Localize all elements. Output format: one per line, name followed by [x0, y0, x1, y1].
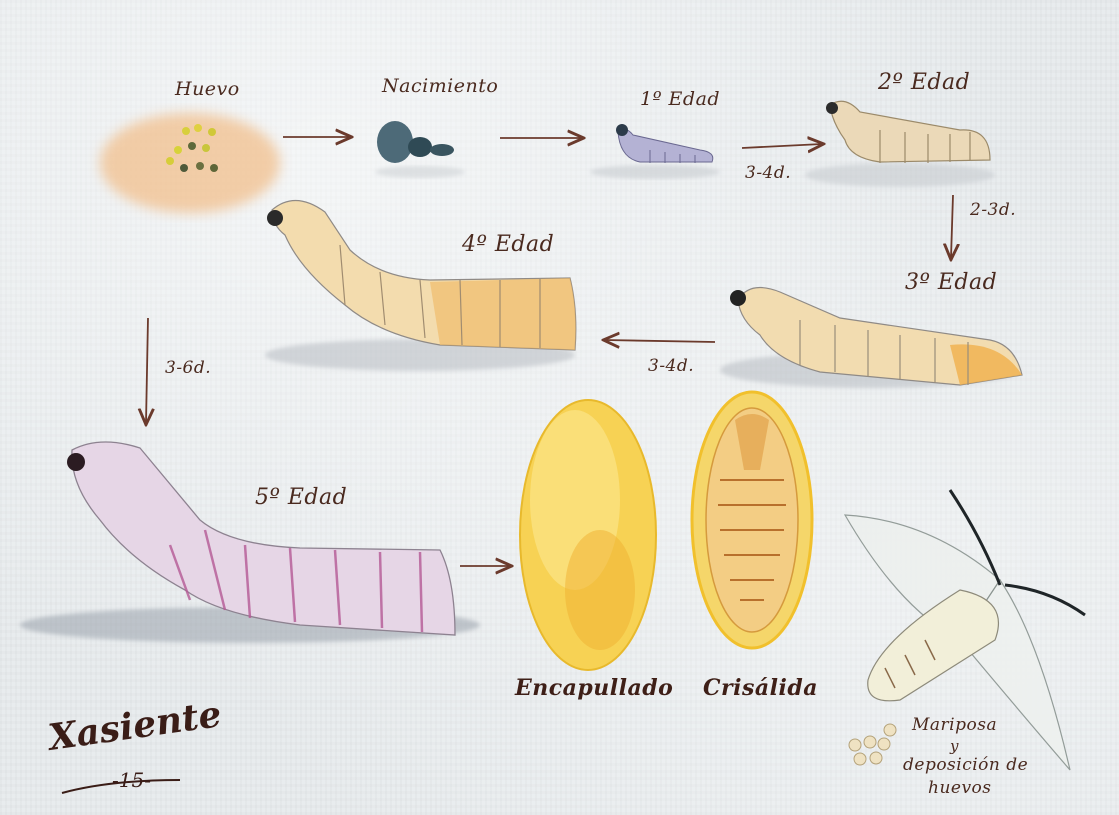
arrow-instar4-to-instar5	[146, 318, 148, 423]
label-pupa: Crisálida	[703, 675, 818, 701]
label-moth-line3: deposición de	[903, 755, 1028, 775]
label-moth-line1: Mariposa	[912, 715, 997, 735]
label-instar3: 3º Edad	[905, 270, 997, 295]
egg-cluster	[100, 113, 280, 213]
label-instar5: 5º Edad	[255, 485, 347, 510]
larva-instar3	[720, 288, 1022, 389]
larva-instar4	[265, 200, 576, 371]
arrow-instar1-to-instar2	[742, 144, 822, 148]
label-birth: Nacimiento	[382, 75, 498, 97]
arrow-instar2-to-instar3	[951, 195, 953, 258]
label-moth-line2: y	[950, 737, 959, 755]
arrow-instar3-to-instar4	[605, 340, 715, 342]
duration-instar4-to-instar5: 3-6d.	[165, 358, 211, 378]
larva-instar1	[590, 124, 720, 179]
cocoon	[520, 400, 656, 670]
signature-year: -15-	[112, 768, 151, 792]
duration-instar2-to-instar3: 2-3d.	[970, 200, 1016, 220]
label-cocoon: Encapullado	[515, 675, 673, 701]
larva-instar5	[20, 442, 480, 643]
label-moth-line4: huevos	[928, 778, 992, 798]
label-instar2: 2º Edad	[878, 70, 970, 95]
larva-instar2	[805, 101, 995, 187]
pupa	[692, 392, 812, 648]
duration-instar3-to-instar4: 3-4d.	[648, 356, 694, 376]
hatchling	[375, 121, 465, 178]
label-egg: Huevo	[175, 78, 240, 100]
label-instar4: 4º Edad	[462, 232, 554, 257]
label-instar1: 1º Edad	[640, 88, 720, 110]
duration-instar1-to-instar2: 3-4d.	[745, 163, 791, 183]
